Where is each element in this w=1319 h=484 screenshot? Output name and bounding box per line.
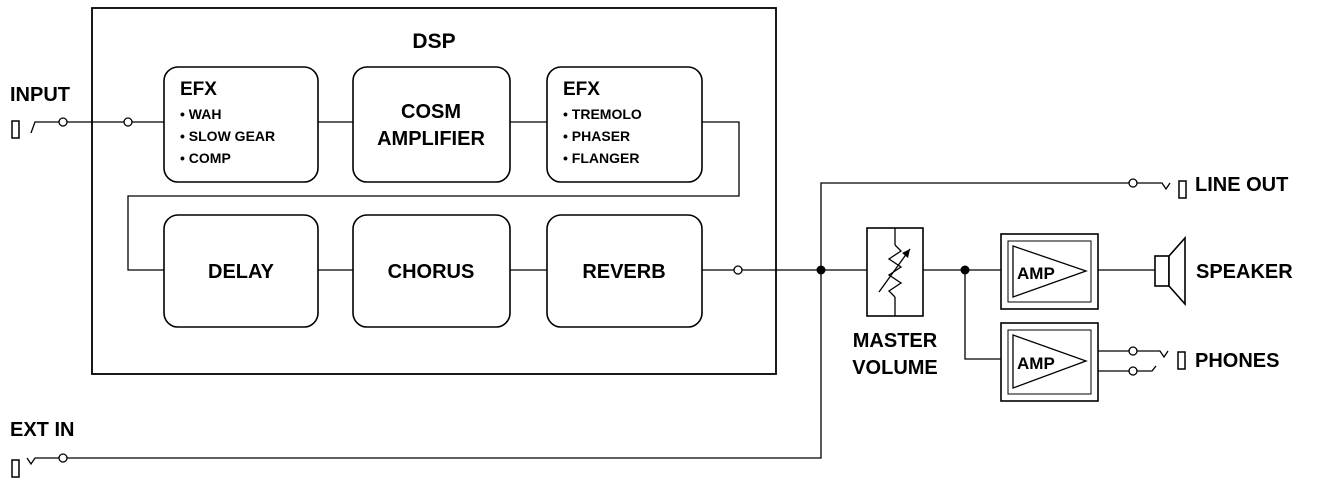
reverb-block: REVERB bbox=[546, 214, 703, 328]
ext-in-label: EXT IN bbox=[10, 419, 74, 441]
input-jack-icon bbox=[11, 120, 59, 139]
efx-1-item-comp: • COMP bbox=[180, 150, 231, 166]
junction-dot-1 bbox=[816, 265, 826, 275]
line-out-label: LINE OUT bbox=[1195, 174, 1288, 196]
ext-in-jack-icon bbox=[11, 457, 59, 478]
dsp-input-node bbox=[123, 117, 133, 127]
speaker-amp-icon: AMP bbox=[1000, 233, 1099, 310]
ext-in-node bbox=[58, 453, 68, 463]
chorus-block: CHORUS bbox=[352, 214, 511, 328]
input-label: INPUT bbox=[10, 84, 70, 106]
speaker-icon bbox=[1154, 235, 1186, 307]
efx-1-item-slow-gear: • SLOW GEAR bbox=[180, 128, 275, 144]
efx-1-item-wah: • WAH bbox=[180, 106, 221, 122]
efx-2-item-phaser: • PHASER bbox=[563, 128, 630, 144]
master-volume-label-line2: VOLUME bbox=[852, 357, 938, 379]
input-node bbox=[58, 117, 68, 127]
phones-label: PHONES bbox=[1195, 350, 1279, 372]
chorus-label: CHORUS bbox=[388, 261, 475, 283]
efx-1-title: EFX bbox=[180, 79, 217, 100]
line-out-node bbox=[1128, 178, 1138, 188]
master-volume-label-line1: MASTER bbox=[853, 330, 938, 352]
dsp-frame bbox=[91, 7, 777, 375]
signal-wires bbox=[66, 121, 1155, 459]
efx-2-item-tremolo: • TREMOLO bbox=[563, 106, 642, 122]
cosm-amplifier-block: COSM AMPLIFIER bbox=[352, 66, 511, 183]
dsp-output-node bbox=[733, 265, 743, 275]
efx-block-2: EFX • TREMOLO • PHASER • FLANGER bbox=[546, 66, 703, 183]
phones-amp-label: AMP bbox=[1017, 354, 1055, 373]
reverb-label: REVERB bbox=[582, 261, 665, 283]
cosm-label-line2: AMPLIFIER bbox=[377, 128, 485, 150]
cosm-label-line1: COSM bbox=[401, 101, 461, 123]
master-volume-icon bbox=[866, 227, 924, 317]
speaker-label: SPEAKER bbox=[1196, 261, 1293, 283]
phones-node-2 bbox=[1128, 366, 1138, 376]
efx-2-title: EFX bbox=[563, 79, 600, 100]
line-out-jack-icon bbox=[1137, 180, 1187, 199]
junction-dot-2 bbox=[960, 265, 970, 275]
efx-2-item-flanger: • FLANGER bbox=[563, 150, 639, 166]
phones-jack-icon bbox=[1137, 350, 1186, 372]
delay-label: DELAY bbox=[208, 261, 275, 283]
efx-block-1: EFX • WAH • SLOW GEAR • COMP bbox=[163, 66, 319, 183]
phones-node-1 bbox=[1128, 346, 1138, 356]
phones-amp-icon: AMP bbox=[1000, 322, 1099, 402]
speaker-amp-label: AMP bbox=[1017, 264, 1055, 283]
delay-block: DELAY bbox=[163, 214, 319, 328]
dsp-title: DSP bbox=[412, 30, 455, 53]
